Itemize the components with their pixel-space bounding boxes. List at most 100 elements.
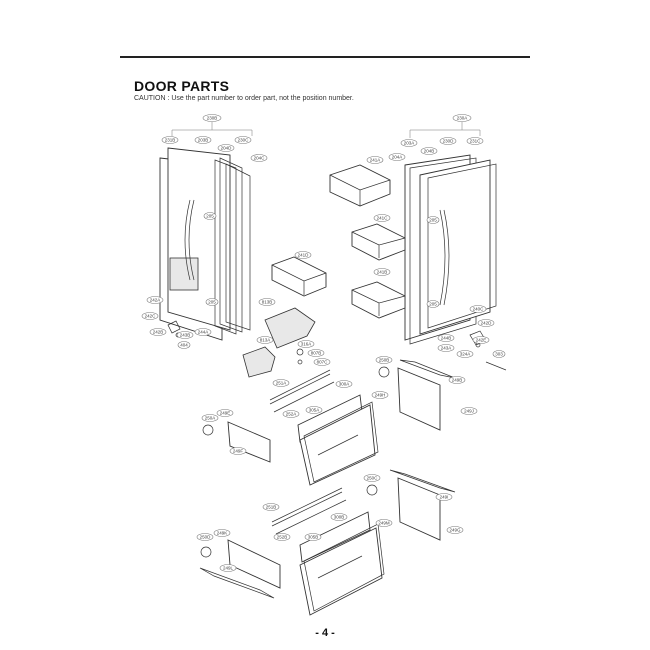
part-number-label: 249K xyxy=(217,531,228,536)
lower-drawer-front xyxy=(299,527,383,616)
dispenser-housing xyxy=(264,307,316,349)
callout-bubble xyxy=(161,136,179,144)
part-callout: 249I xyxy=(435,493,453,501)
part-number-label: 241B xyxy=(377,270,388,275)
part-callout: 204D xyxy=(217,144,235,152)
roller-250A xyxy=(202,424,214,436)
callout-bubble xyxy=(460,407,478,415)
part-number-label: 250D xyxy=(200,535,212,540)
part-number-label: 205 xyxy=(429,218,437,223)
part-callout: 249L xyxy=(219,564,237,572)
callout-bubble xyxy=(477,319,495,327)
callout-bubble xyxy=(201,414,219,422)
callout-bubble xyxy=(213,529,231,537)
part-callout: 404 xyxy=(177,341,191,349)
part-number-label: 230C xyxy=(238,138,250,143)
part-callout: 813A xyxy=(256,336,274,344)
part-number-label: 813A xyxy=(260,338,271,343)
callout-bubble xyxy=(435,493,453,501)
callout-bubble xyxy=(469,305,487,313)
part-number-label: 300A xyxy=(339,382,350,387)
part-number-label: 251A xyxy=(276,381,287,386)
part-number-label: 300B xyxy=(334,515,345,520)
part-number-label: 249J xyxy=(464,409,474,414)
callout-bubble xyxy=(176,331,194,339)
part-number-label: 230A xyxy=(457,116,468,121)
part-number-label: 249F xyxy=(233,449,244,454)
part-number-label: 205 xyxy=(206,214,214,219)
part-callout: 300A xyxy=(335,380,353,388)
part-callout: 242C xyxy=(141,312,159,320)
callout-bubble xyxy=(373,268,391,276)
callout-bubble xyxy=(426,300,440,308)
part-number-label: 807C xyxy=(317,360,329,365)
part-number-label: 203A xyxy=(404,141,415,146)
callout-bubble xyxy=(297,340,315,348)
part-callout: 230C xyxy=(234,136,252,144)
callout-bubble xyxy=(282,410,300,418)
lower-left-rail xyxy=(227,539,281,589)
part-callout: 205 xyxy=(426,216,440,224)
leader-lines xyxy=(171,122,481,138)
page-number: - 4 - xyxy=(315,627,335,639)
part-number-label: 324A xyxy=(460,352,471,357)
right-door-assembly xyxy=(404,154,497,345)
part-number-label: 250A xyxy=(205,416,216,421)
part-callout: 249K xyxy=(213,529,231,537)
part-number-label: 230B xyxy=(207,116,218,121)
left-door-dispenser-panel xyxy=(169,257,199,291)
callout-bubble xyxy=(229,447,247,455)
dispenser-parts xyxy=(242,307,316,378)
part-callout: 231C xyxy=(466,137,484,145)
callout-bubble xyxy=(426,216,440,224)
basket-241D xyxy=(271,256,327,297)
part-number-label: 230D xyxy=(443,139,455,144)
part-number-label: 203B xyxy=(198,138,209,143)
part-number-label: 244B xyxy=(441,336,452,341)
callout-bubble xyxy=(335,380,353,388)
part-callout: 300B xyxy=(330,513,348,521)
callout-bubble xyxy=(146,296,164,304)
part-callout: 205 xyxy=(426,300,440,308)
part-callout: 250A xyxy=(201,414,219,422)
part-callout: 240C xyxy=(469,305,487,313)
left-door-panel-back xyxy=(167,147,231,331)
callout-bubble xyxy=(448,376,466,384)
upper-left-rail xyxy=(227,421,271,463)
callout-bubble xyxy=(366,156,384,164)
part-number-label: 249L xyxy=(223,566,234,571)
callout-bubble xyxy=(305,406,323,414)
callout-bubble xyxy=(196,533,214,541)
callout-bubble xyxy=(177,341,191,349)
part-callout: 242E xyxy=(472,336,490,344)
callout-bubble xyxy=(373,214,391,222)
part-number-label: 249B xyxy=(452,378,463,383)
callout-bubble xyxy=(375,356,393,364)
callout-bubble xyxy=(256,336,274,344)
callout-bubble xyxy=(194,136,212,144)
callout-bubble xyxy=(217,144,235,152)
part-callout: 249B xyxy=(448,376,466,384)
callout-bubble xyxy=(420,147,438,155)
part-callout: 203A xyxy=(400,139,418,147)
part-number-label: 242D xyxy=(481,321,493,326)
left-door-handle xyxy=(184,199,191,281)
callout-bubble xyxy=(400,139,418,147)
part-number-label: 250C xyxy=(367,476,379,481)
part-callout: 252A xyxy=(282,410,300,418)
part-callout: 244B xyxy=(437,334,455,342)
part-callout: 204C xyxy=(250,154,268,162)
right-door-handle xyxy=(439,209,446,306)
part-callout: 305A xyxy=(305,406,323,414)
part-number-label: 243A xyxy=(441,346,452,351)
part-number-label: 303 xyxy=(495,352,503,357)
part-number-label: 204C xyxy=(254,156,266,161)
part-callout: 252B xyxy=(273,533,291,541)
part-number-label: 242E xyxy=(476,338,487,343)
upper-right-rail xyxy=(397,367,441,431)
part-number-label: 241C xyxy=(377,216,389,221)
callout-bubble xyxy=(141,312,159,320)
part-callout: 204A xyxy=(388,153,406,161)
part-callout: 813B xyxy=(258,298,276,306)
